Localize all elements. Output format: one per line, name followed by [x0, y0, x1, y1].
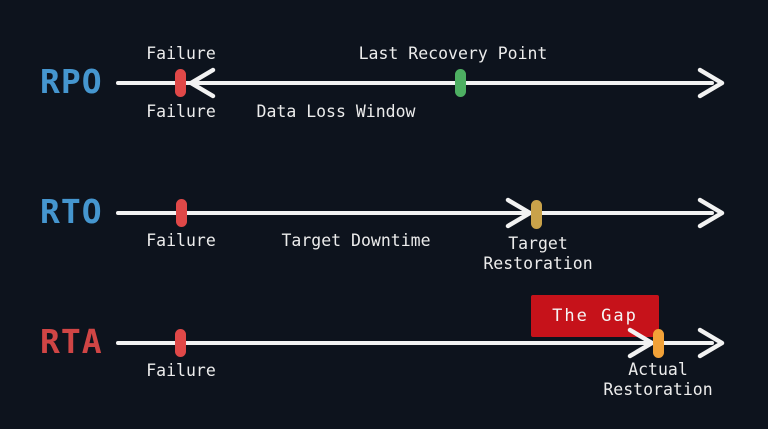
rto-right-arrowhead-icon	[697, 197, 725, 229]
rpo-row-label: RPO	[40, 62, 103, 101]
target-restoration-marker-icon	[531, 200, 542, 229]
data-loss-window-label: Data Loss Window	[256, 102, 416, 121]
gap-box: The Gap	[531, 295, 659, 337]
target-restoration-label-line2: Restoration	[483, 254, 593, 273]
gap-arrowhead-icon	[627, 327, 655, 359]
data-loss-window-left-arrowhead-icon	[188, 67, 216, 99]
last-recovery-point-label: Last Recovery Point	[358, 44, 548, 63]
rto-failure-label: Failure	[146, 231, 216, 250]
rpo-failure-marker-icon	[175, 69, 186, 97]
rpo-failure-bottom-label: Failure	[146, 102, 216, 121]
rta-row-label: RTA	[40, 322, 103, 361]
actual-restoration-marker-icon	[653, 329, 664, 358]
target-downtime-label: Target Downtime	[281, 231, 431, 250]
rta-failure-label: Failure	[146, 361, 216, 380]
target-downtime-arrowhead-icon	[505, 197, 533, 229]
actual-restoration-label: Actual Restoration	[603, 360, 712, 400]
actual-restoration-label-line2: Restoration	[603, 380, 713, 399]
target-restoration-label-line1: Target	[508, 234, 568, 253]
rta-right-arrowhead-icon	[697, 327, 725, 359]
rto-row-label: RTO	[40, 192, 103, 231]
actual-restoration-label-line1: Actual	[628, 360, 688, 379]
rpo-failure-top-label: Failure	[146, 44, 216, 63]
rto-failure-marker-icon	[176, 199, 187, 227]
last-recovery-point-marker-icon	[455, 69, 466, 97]
gap-box-label: The Gap	[552, 306, 638, 326]
rpo-right-arrowhead-icon	[697, 67, 725, 99]
rta-failure-marker-icon	[175, 329, 186, 357]
target-restoration-label: Target Restoration	[483, 234, 592, 274]
